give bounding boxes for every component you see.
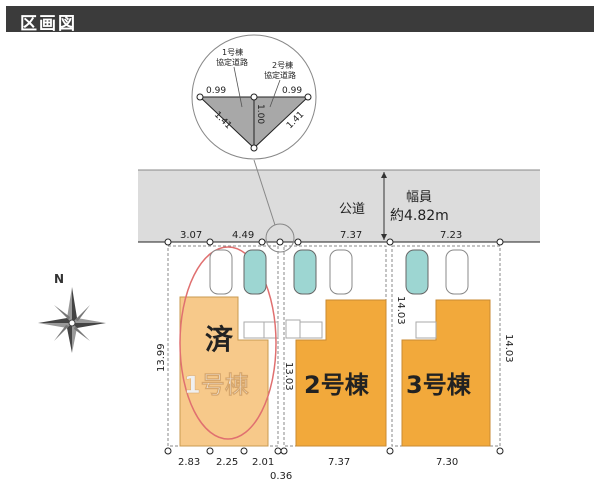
road-width-label: 幅員 xyxy=(406,190,432,205)
road-label: 公道 xyxy=(339,202,365,217)
road-width-value: 約4.82m xyxy=(390,208,449,224)
lot-3-entrance xyxy=(415,321,437,339)
lot-2-label: 2号棟 xyxy=(304,371,370,399)
dim-lot2-bottom: 7.37 xyxy=(328,457,350,468)
lot-2-porch xyxy=(285,319,301,339)
lot-1-building xyxy=(179,296,269,447)
lot-3: 3号棟 xyxy=(391,245,501,447)
inset-lot1-subtitle: 協定道路 xyxy=(216,57,248,67)
car-icon xyxy=(209,249,233,295)
inset-lot2-pointer xyxy=(269,79,281,108)
car-icon xyxy=(243,249,267,295)
lot-2-entrance xyxy=(299,321,323,339)
public-road xyxy=(138,170,540,242)
inset-lot2-subtitle: 協定道路 xyxy=(264,70,296,80)
inset-lot1-title: 1号棟 xyxy=(222,47,243,57)
parking-cars xyxy=(209,249,469,295)
inset-dim-left-top: 0.99 xyxy=(206,86,226,96)
dim-lot1-depth: 13.99 xyxy=(156,343,167,372)
sold-circle xyxy=(179,246,277,440)
dim-lot1-bottom-d: 0.36 xyxy=(270,471,292,482)
car-icon xyxy=(293,249,317,295)
lot-3-building xyxy=(401,299,491,447)
dim-lot3-depth-right: 14.03 xyxy=(503,334,514,363)
dim-lot3-bottom: 7.30 xyxy=(436,457,458,468)
inset-lot1-pointer xyxy=(233,66,243,108)
dim-lot1-front-b: 4.49 xyxy=(232,230,254,241)
sold-mark: 済 xyxy=(205,323,234,356)
car-icon xyxy=(445,249,469,295)
page-title: 区画図 xyxy=(20,14,77,34)
compass-north-label: N xyxy=(54,272,64,286)
lot-1: 済 1号棟 xyxy=(167,245,279,447)
dim-lot1-bottom-b: 2.25 xyxy=(216,457,238,468)
lot-1-entrance xyxy=(243,321,267,339)
dim-lot3-front: 7.23 xyxy=(440,230,462,241)
dim-lot1-front-a: 3.07 xyxy=(180,230,202,241)
dim-lot2-depth: 13.03 xyxy=(283,362,294,391)
header-bar: 区画図 xyxy=(6,6,594,34)
detail-focus-circle xyxy=(265,223,295,253)
lot-3-label: 3号棟 xyxy=(406,371,472,399)
lot-2: 2号棟 xyxy=(283,245,387,447)
arrow-head-top xyxy=(381,172,387,178)
lot-1-porch xyxy=(263,321,279,339)
boundary-markers xyxy=(164,238,504,455)
car-icon xyxy=(329,249,353,295)
access-road-detail: 1号棟 協定道路 2号棟 協定道路 0.99 0.99 1.00 1.41 1.… xyxy=(191,34,317,160)
lot-1-label: 1号棟 xyxy=(184,371,250,399)
lot-2-building xyxy=(295,299,387,447)
car-icon xyxy=(405,249,429,295)
dim-lot1-bottom-c: 2.01 xyxy=(252,457,274,468)
dim-lot3-depth-left: 14.03 xyxy=(395,296,406,325)
inset-dim-right-top: 0.99 xyxy=(282,86,302,96)
arrow-head-bottom xyxy=(381,234,387,240)
dim-lot1-bottom-a: 2.83 xyxy=(178,457,200,468)
inset-lot2-title: 2号棟 xyxy=(272,60,293,70)
dim-lot2-front: 7.37 xyxy=(340,230,362,241)
inset-dim-center: 1.00 xyxy=(255,104,265,124)
compass-icon: N xyxy=(38,272,106,353)
detail-leader-line xyxy=(253,159,276,226)
